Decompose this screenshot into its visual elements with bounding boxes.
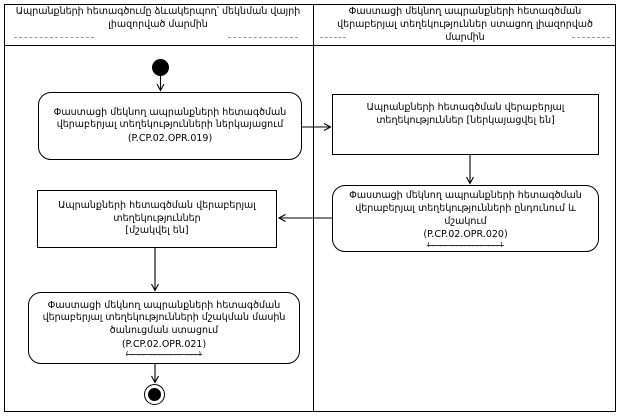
final-node-core bbox=[148, 388, 161, 401]
object-node-info-processed: Ապրանքների հետագծման վերաբերյալ տեղեկութ… bbox=[37, 190, 277, 248]
activity-label: Փաստացի մեկնող ապրանքների հետագծման վերա… bbox=[349, 190, 582, 227]
swimlane-header-receiving-authority: Փաստացի մեկնող ապրանքների հետագծման վերա… bbox=[337, 6, 593, 43]
initial-node bbox=[152, 59, 169, 76]
activity-submit-traceability-info: Փաստացի մեկնող ապրանքների հետագծման վերա… bbox=[38, 92, 302, 160]
deleted-code-artifact: (- -- -------- ---) bbox=[427, 241, 504, 247]
strikethrough-artifact bbox=[228, 37, 298, 38]
activity-receive-process-info: Փաստացի մեկնող ապրանքների հետագծման վերա… bbox=[332, 185, 599, 252]
strikethrough-artifact bbox=[572, 37, 610, 38]
activity-label: Փաստացի մեկնող ապրանքների հետագծման վերա… bbox=[53, 106, 287, 131]
activity-receive-processing-notification: Փաստացի մեկնող ապրանքների հետագծման վերա… bbox=[28, 292, 300, 364]
strikethrough-artifact bbox=[320, 37, 346, 38]
swimlane-header-departure-authority: Ապրանքների հետագծումը ձևակերպող՝ մեկնման… bbox=[15, 6, 301, 30]
activity-code: (P.CP.02.OPR.021) bbox=[121, 338, 207, 350]
activity-label: Փաստացի մեկնող ապրանքների հետագծման վերա… bbox=[42, 299, 286, 336]
swimlane-divider bbox=[313, 4, 314, 412]
object-label: Ապրանքների հետագծման վերաբերյալ տեղեկութ… bbox=[366, 102, 565, 126]
activity-code: (P.CP.02.OPR.019) bbox=[127, 132, 213, 144]
object-state: [մշակվել են] bbox=[125, 225, 189, 237]
diagram-border bbox=[4, 4, 616, 412]
strikethrough-artifact bbox=[14, 37, 94, 38]
header-divider-line bbox=[4, 45, 616, 46]
deleted-code-artifact: (- -- -------- ---) bbox=[125, 351, 203, 357]
object-node-info-submitted: Ապրանքների հետագծման վերաբերյալ տեղեկութ… bbox=[332, 94, 599, 155]
object-label: Ապրանքների հետագծման վերաբերյալ տեղեկութ… bbox=[58, 200, 256, 224]
final-node bbox=[144, 384, 165, 405]
activity-code: (P.CP.02.OPR.020) bbox=[423, 229, 508, 241]
